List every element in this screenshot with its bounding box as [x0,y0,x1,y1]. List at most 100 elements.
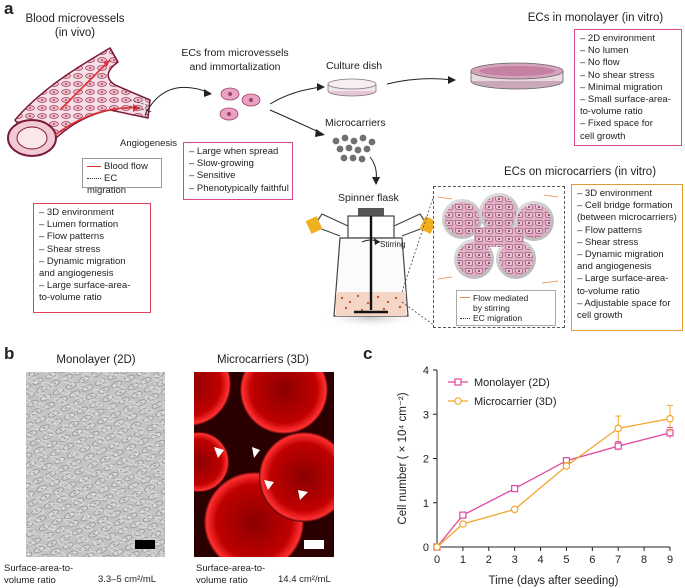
x-tick-label: 0 [434,554,440,566]
monolayer-cells-texture [26,372,165,557]
flow-legend-icon [460,297,470,298]
ec-features-box: – Large when spread– Slow-growing– Sensi… [183,142,293,200]
x-tick-label: 9 [667,554,673,566]
x-tick-label: 2 [486,554,492,566]
monolayer-features-box: – 2D environment– No lumen– No flow– No … [574,29,682,146]
ec-feature-item: – Sensitive [189,170,236,182]
x-axis-label: Time (days after seeding) [489,575,619,587]
arrow-dish-to-monolayer [386,76,456,85]
monolayer-feature-item: – No flow [580,57,620,69]
monolayer-dish-icon [470,62,564,90]
x-tick-label: 7 [615,554,621,566]
panel-a-letter: a [4,0,14,18]
monolayer-feature-item: – Small surface-area- [580,94,671,106]
invivo-feature-item: to-volume ratio [39,292,102,304]
monolayer-title: ECs in monolayer (in vitro) [527,12,664,24]
data-point-circle [459,520,467,528]
invivo-feature-item: – Flow patterns [39,231,104,243]
data-point-circle [666,414,674,423]
y-tick-label: 1 [423,498,429,510]
monolayer-feature-item: – Fixed space for [580,118,653,130]
monolayer-feature-item: – No shear stress [580,69,655,81]
microcarrier-feature-item: cell growth [577,310,623,322]
vessel-legend: Blood flow EC migration [82,158,162,196]
vessel-title: Blood microvessels (in vivo) [25,13,125,39]
flow-legend-label: Flow mediated by stirring [473,293,529,313]
microcarrier-feature-item: (between microcarriers) [577,212,677,224]
microcarrier-ratio-value: 14.4 cm²/mL [278,574,331,585]
monolayer-image-title: Monolayer (2D) [56,354,136,366]
monolayer-feature-item: to-volume ratio [580,106,643,118]
y-axis-label: Cell number ( × 10⁴ cm⁻²) [397,392,409,524]
x-tick-label: 5 [563,554,569,566]
invivo-feature-item: and angiogenesis [39,268,114,280]
migration-legend-icon [460,317,470,319]
invivo-feature-item: – Shear stress [39,243,101,255]
legend-marker [454,378,462,386]
data-point-square [614,442,622,450]
microcarrier-feature-item: and angiogenesis [577,261,652,273]
monolayer-ratio-value: 3.3–5 cm²/mL [98,574,157,585]
series-line [436,432,671,548]
microcarrier-cluster-illustration [437,193,559,284]
monolayer-feature-item: – 2D environment [580,33,655,44]
y-tick-label: 3 [423,409,429,421]
ec-title: ECs from microvessels and immortalizatio… [181,47,289,73]
zoom-lines [401,191,436,327]
x-tick-label: 8 [641,554,647,566]
ec-feature-item: – Large when spread [189,146,279,157]
branch-arrows [269,83,325,137]
blood-flow-legend-label: Blood flow [104,161,148,172]
spinner-flask-label: Spinner flask [338,192,399,204]
invivo-feature-item: – Large surface-area- [39,280,131,292]
series-line [436,418,671,548]
monolayer-feature-item: – Minimal migration [580,81,663,93]
invivo-feature-item: – Dynamic migration [39,255,126,267]
culture-dish-label: Culture dish [326,60,383,72]
microcarrier-inset: Flow mediated by stirring EC migration [433,186,565,328]
data-point-circle [562,462,571,470]
microcarrier-fluorescence-image [194,372,334,557]
panel-c-letter: c [363,344,373,363]
arrow-beads-to-flask [369,156,380,185]
data-point-circle [614,424,623,433]
monolayer-feature-item: – No lumen [580,45,629,57]
x-tick-label: 6 [589,554,595,566]
y-tick-label: 2 [423,454,429,466]
ec-feature-item: – Slow-growing [189,158,254,170]
legend-marker [454,397,462,405]
microcarrier-feature-item: – Shear stress [577,236,639,248]
x-tick-label: 1 [460,554,466,566]
ec-cells-icon [219,87,261,121]
microcarrier-feature-item: – Flow patterns [577,224,642,236]
microcarrier-feature-item: – Dynamic migration [577,249,664,261]
data-point-circle [510,505,519,514]
culture-dish-icon [327,78,377,97]
data-point-circle [433,543,441,551]
ec-migration-legend-label: EC migration [87,173,127,196]
microcarrier-ratio-label: Surface-area-to- volume ratio [196,563,266,586]
legend-label: Monolayer (2D) [474,377,550,389]
arrow-vessel-to-ecs [144,86,212,116]
scale-bar [135,540,155,549]
x-tick-label: 4 [537,554,543,566]
data-point-square [511,484,519,493]
ec-migration-legend-icon [87,177,101,179]
microcarriers-image-title: Microcarriers (3D) [217,354,309,366]
y-tick-label: 4 [423,365,429,377]
legend-label: Microcarrier (3D) [474,396,557,408]
microcarrier-beads-icon [332,134,376,163]
angiogenesis-label: Angiogenesis [120,138,178,149]
inset-legend: Flow mediated by stirring EC migration [456,290,556,326]
microcarrier-title: ECs on microcarriers (in vitro) [503,166,657,178]
microcarriers-label: Microcarriers [325,117,386,129]
spinner-flask-icon [305,208,435,328]
fluorescent-beads [194,372,334,557]
invivo-feature-item: – Lumen formation [39,219,119,231]
monolayer-micrograph [26,372,165,557]
invivo-features-box: – 3D environment– Lumen formation– Flow … [33,203,151,313]
microcarrier-feature-item: – Adjustable space for [577,297,671,309]
x-tick-label: 3 [512,554,518,566]
invivo-feature-item: – 3D environment [39,207,114,218]
